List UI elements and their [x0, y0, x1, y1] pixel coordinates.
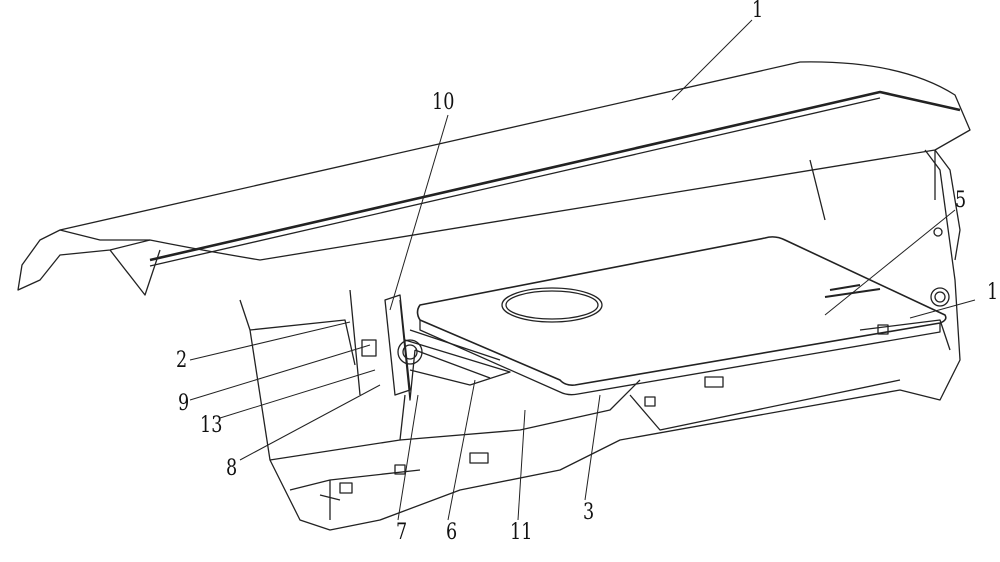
label-1-top-cover: 1 — [752, 0, 763, 22]
label-5: 5 — [955, 190, 966, 212]
label-10: 10 — [432, 92, 454, 114]
label-7: 7 — [396, 522, 407, 544]
label-6: 6 — [446, 522, 457, 544]
leader-lines — [190, 20, 975, 520]
label-8: 8 — [226, 458, 237, 480]
label-2: 2 — [176, 350, 187, 372]
label-11: 11 — [510, 522, 532, 544]
tray-board — [418, 237, 946, 395]
sliding-mechanism — [362, 295, 510, 395]
label-9: 9 — [178, 393, 189, 415]
label-1-right: 1 — [987, 282, 998, 304]
label-13: 13 — [200, 415, 222, 437]
instrument-panel-body — [240, 150, 960, 530]
label-3: 3 — [583, 502, 594, 524]
